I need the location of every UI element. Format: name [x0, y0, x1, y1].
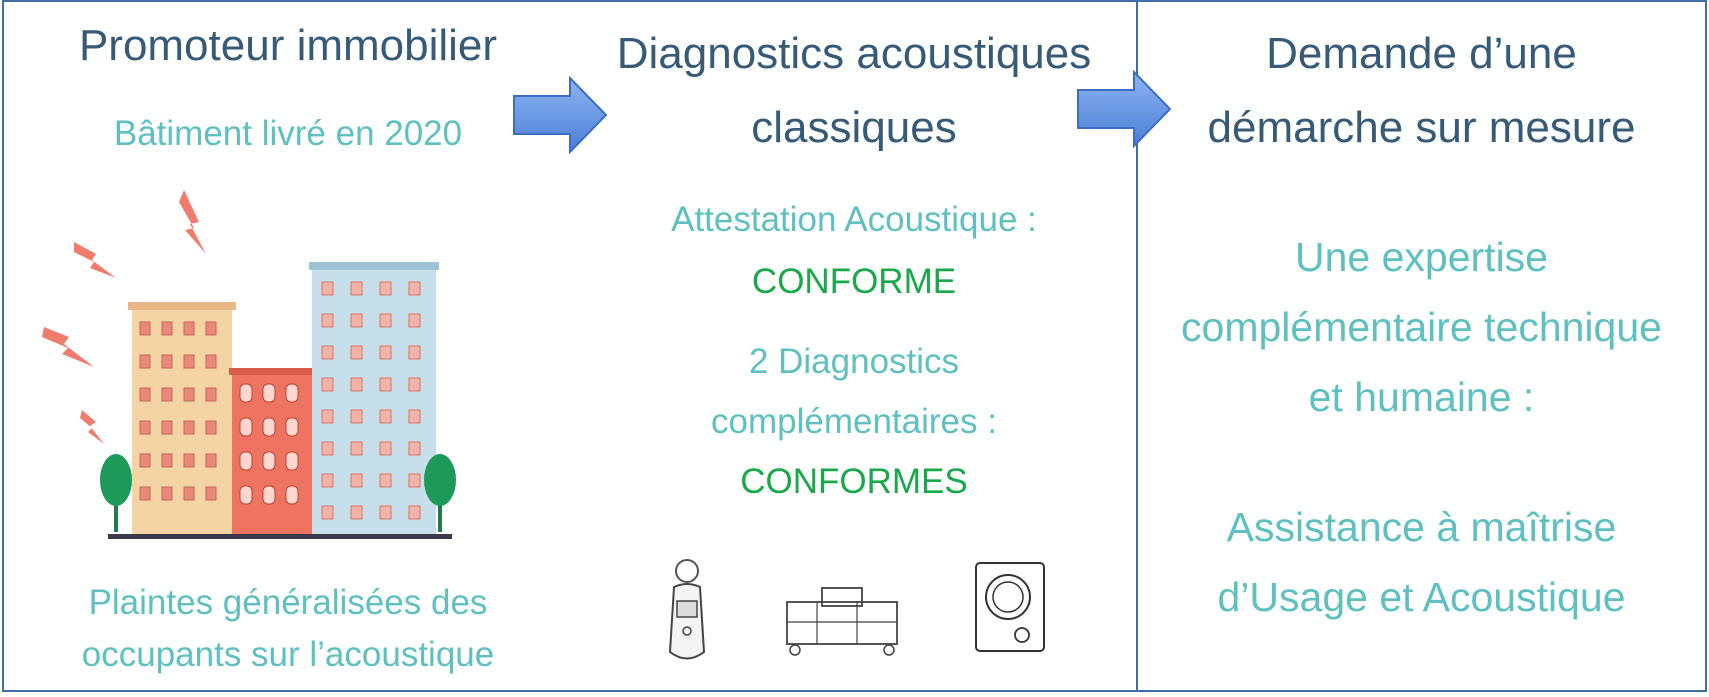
window [161, 453, 173, 468]
window [161, 387, 173, 402]
window [183, 354, 195, 369]
diagnostics-label-line1: 2 Diagnostics [748, 342, 960, 381]
measurement-rig-icon [786, 587, 898, 656]
panel-subtitle: Bâtiment livré en 2020 [113, 114, 463, 153]
window [379, 313, 392, 328]
window [408, 377, 421, 392]
window [321, 345, 334, 360]
window [350, 441, 363, 456]
window [205, 321, 217, 336]
window [239, 451, 253, 471]
window [205, 453, 217, 468]
acoustic-source-icon [975, 562, 1045, 652]
expertise-line3: et humaine : [1308, 374, 1535, 420]
window [161, 486, 173, 501]
window [379, 281, 392, 296]
window [285, 451, 299, 471]
window [350, 473, 363, 488]
window [205, 486, 217, 501]
panel-diagnostics: Diagnostics acoustiques classiques Attes… [572, 0, 1138, 692]
assistance-line2: d’Usage et Acoustique [1217, 574, 1626, 620]
window [139, 354, 151, 369]
window [321, 281, 334, 296]
window [408, 505, 421, 520]
window [350, 281, 363, 296]
window [161, 321, 173, 336]
window [205, 387, 217, 402]
window [321, 313, 334, 328]
window [321, 505, 334, 520]
window [161, 354, 173, 369]
window [183, 453, 195, 468]
window [408, 441, 421, 456]
panel-demande: Demande d’une démarche sur mesure Une ex… [1138, 0, 1707, 692]
window [285, 485, 299, 505]
panel-title-line2: classiques [751, 103, 957, 152]
panel-title-line2: démarche sur mesure [1207, 103, 1636, 152]
window [379, 409, 392, 424]
window [350, 313, 363, 328]
window [408, 473, 421, 488]
window [379, 505, 392, 520]
building-illustration [42, 190, 456, 539]
attestation-label: Attestation Acoustique : [671, 200, 1037, 239]
panel-title-line1: Diagnostics acoustiques [616, 29, 1092, 78]
window [262, 485, 276, 505]
window [239, 485, 253, 505]
window [321, 473, 334, 488]
window [183, 387, 195, 402]
tree-icon [100, 454, 132, 532]
window [408, 345, 421, 360]
window [139, 420, 151, 435]
assistance-line1: Assistance à maîtrise [1226, 504, 1617, 550]
panel-footer-line2: occupants sur l’acoustique [81, 635, 495, 674]
window [183, 321, 195, 336]
window [183, 486, 195, 501]
window [139, 387, 151, 402]
sound-level-meter-icon [668, 559, 706, 660]
window [379, 441, 392, 456]
window [139, 321, 151, 336]
window [321, 441, 334, 456]
panel-title: Promoteur immobilier [78, 21, 498, 70]
window [350, 377, 363, 392]
window [139, 486, 151, 501]
window [262, 451, 276, 471]
lightning-icon [42, 190, 206, 444]
panel-footer-line1: Plaintes généralisées des [88, 583, 488, 622]
window [408, 409, 421, 424]
window [285, 417, 299, 437]
expertise-line1: Une expertise [1295, 234, 1548, 280]
window [350, 505, 363, 520]
window [408, 281, 421, 296]
expertise-line2: complémentaire technique [1181, 304, 1662, 350]
attestation-result: CONFORME [751, 262, 957, 301]
window [161, 420, 173, 435]
window [239, 383, 253, 403]
window [379, 345, 392, 360]
window [285, 383, 299, 403]
window [205, 420, 217, 435]
panel-promoteur: Promoteur immobilier Bâtiment livré en 2… [2, 0, 574, 692]
window [321, 409, 334, 424]
window [379, 377, 392, 392]
window [379, 473, 392, 488]
window [239, 417, 253, 437]
window [183, 420, 195, 435]
window [408, 313, 421, 328]
flow-arrow-icon [1077, 70, 1172, 148]
diagnostics-label-line2: complémentaires : [711, 402, 997, 441]
diagnostics-result: CONFORMES [740, 462, 968, 501]
window [321, 377, 334, 392]
window [262, 383, 276, 403]
panel-title-line1: Demande d’une [1266, 29, 1577, 78]
window [350, 409, 363, 424]
flow-arrow-icon [513, 76, 608, 154]
window [262, 417, 276, 437]
window [350, 345, 363, 360]
tree-icon [424, 454, 456, 532]
window [139, 453, 151, 468]
window [205, 354, 217, 369]
